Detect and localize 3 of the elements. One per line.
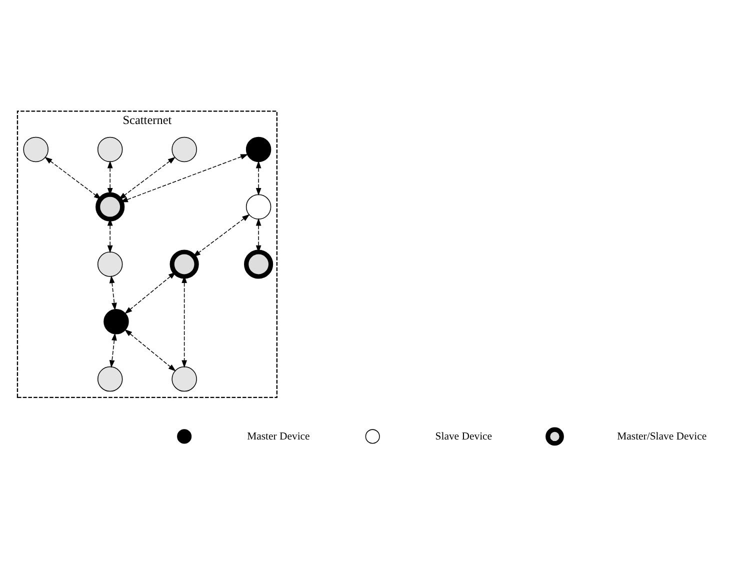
legend-label: Master/Slave Device [617,430,707,442]
legend-label: Master Device [247,430,310,442]
legend-label: Slave Device [435,430,492,442]
